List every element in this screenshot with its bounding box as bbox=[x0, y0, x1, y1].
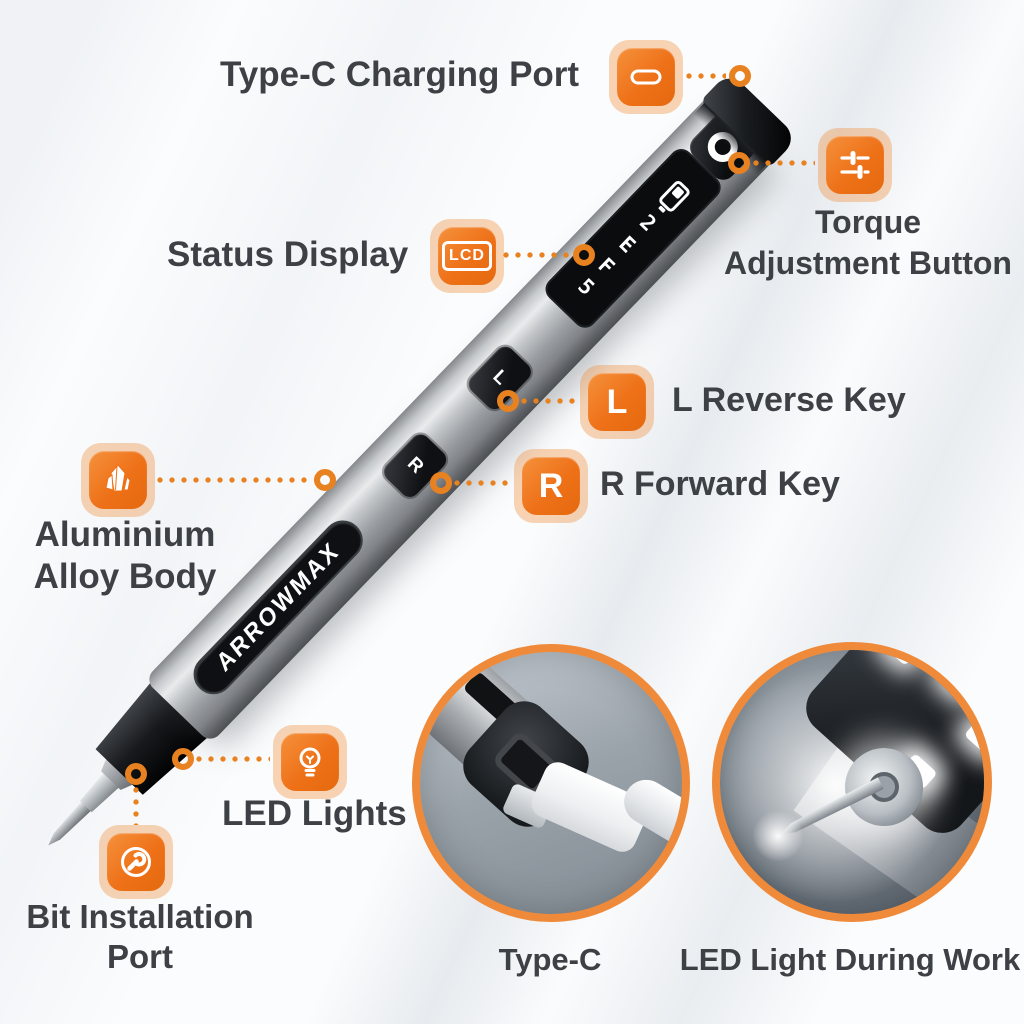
display-glyph: F bbox=[593, 252, 620, 279]
label-led-lights: LED Lights bbox=[222, 794, 407, 833]
wrench-icon bbox=[99, 825, 173, 899]
display-glyph: E bbox=[614, 231, 640, 258]
lcd-icon-text: LCD bbox=[442, 241, 492, 271]
l-key-icon-letter: L bbox=[606, 382, 628, 421]
caption-type-c: Type-C bbox=[498, 942, 602, 977]
inset-type-c-photo bbox=[412, 644, 690, 922]
label-r-forward-key: R Forward Key bbox=[600, 465, 840, 503]
l-key-icon: L bbox=[580, 365, 654, 439]
display-glyph: 2 bbox=[634, 210, 661, 237]
anchor-ring-display bbox=[573, 244, 595, 266]
anchor-ring-bit-port bbox=[125, 763, 147, 785]
led-slot bbox=[963, 718, 984, 756]
anchor-ring-led bbox=[172, 748, 194, 770]
dotted-line bbox=[196, 756, 270, 762]
bit-tip-glow bbox=[750, 808, 806, 864]
r-key-icon-letter: R bbox=[538, 466, 564, 505]
inset-led-work-photo bbox=[712, 642, 992, 922]
dotted-line bbox=[503, 252, 571, 258]
l-button-label: L bbox=[488, 365, 512, 390]
dotted-line bbox=[753, 160, 815, 166]
label-aluminium-alloy-body: Aluminium Alloy Body bbox=[33, 515, 217, 596]
anchor-ring-body bbox=[314, 469, 336, 491]
crystal-icon bbox=[81, 443, 155, 517]
dotted-line bbox=[521, 398, 577, 404]
dotted-line bbox=[686, 73, 726, 79]
label-status-display: Status Display bbox=[167, 235, 409, 274]
anchor-ring-r-key bbox=[430, 472, 452, 494]
inset-chuck-cone bbox=[845, 748, 923, 826]
label-type-c-charging-port: Type-C Charging Port bbox=[220, 55, 580, 94]
r-button-label: R bbox=[403, 452, 428, 478]
label-bit-installation-port: Bit Installation Port bbox=[26, 898, 254, 975]
label-l-reverse-key: L Reverse Key bbox=[672, 381, 906, 419]
display-glyph: 5 bbox=[573, 274, 599, 301]
bulb-icon bbox=[273, 725, 347, 799]
battery-icon bbox=[656, 178, 692, 214]
lcd-icon: LCD bbox=[430, 219, 504, 293]
usb-c-port-icon bbox=[609, 40, 683, 114]
led-slot bbox=[882, 650, 920, 666]
anchor-ring-l-key bbox=[497, 390, 519, 412]
dotted-line bbox=[454, 480, 511, 486]
sliders-icon bbox=[818, 128, 892, 202]
anchor-ring-torque bbox=[728, 152, 750, 174]
anchor-ring-typec bbox=[729, 65, 751, 87]
label-torque-adjustment: Torque Adjustment Button bbox=[724, 204, 1012, 281]
dotted-line bbox=[133, 787, 139, 825]
dotted-line bbox=[157, 477, 311, 483]
led-slot bbox=[938, 660, 976, 697]
caption-led-light-during-work: LED Light During Work bbox=[679, 942, 1021, 977]
r-key-icon: R bbox=[514, 449, 588, 523]
